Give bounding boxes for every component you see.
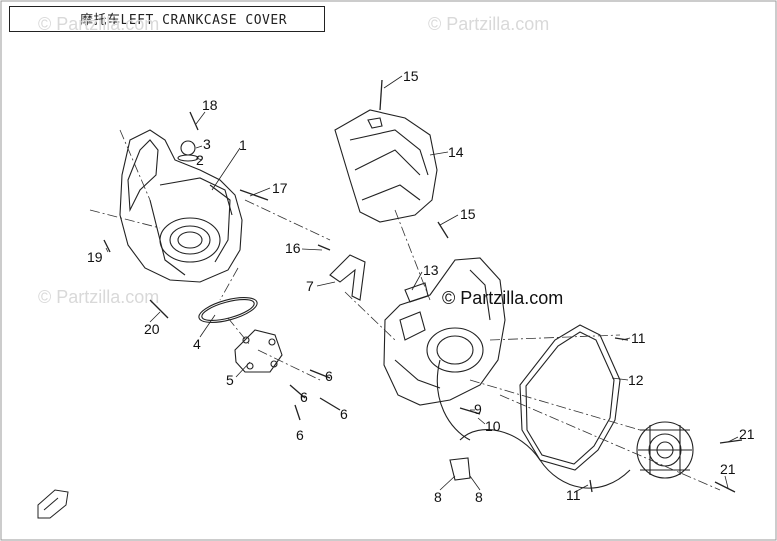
stator [636, 421, 694, 479]
callout-21: 21 [720, 461, 736, 477]
watermark: © Partzilla.com [428, 14, 550, 34]
callout-7: 7 [306, 278, 314, 294]
crankcase-body [383, 257, 506, 406]
grommet [180, 140, 196, 156]
callout-6: 6 [300, 389, 308, 405]
callout-15: 15 [460, 206, 476, 222]
watermark: © Partzilla.com [38, 287, 160, 307]
leader-lines [105, 75, 739, 493]
o-ring [198, 297, 258, 323]
bolts [103, 79, 743, 493]
center-lines [89, 129, 721, 491]
callout-16: 16 [285, 240, 301, 256]
title-box [9, 6, 325, 32]
callout-6: 6 [340, 406, 348, 422]
page-title: 摩托车LEFT CRANKCASE COVER [80, 13, 288, 28]
front-arrow-icon [37, 489, 69, 519]
callout-18: 18 [202, 97, 218, 113]
callout-20: 20 [144, 321, 160, 337]
callout-8: 8 [434, 489, 442, 505]
callout-4: 4 [193, 336, 201, 352]
callout-12: 12 [628, 372, 644, 388]
callout-17: 17 [272, 180, 288, 196]
callout-1: 1 [239, 137, 247, 153]
callout-13: 13 [423, 262, 439, 278]
wire-harness [459, 429, 631, 489]
washer [177, 154, 199, 162]
crankcase-cover-outer [119, 129, 243, 283]
callout-11: 11 [631, 330, 646, 346]
sprocket-cover [334, 109, 438, 223]
bracket-small [404, 282, 429, 303]
callout-6: 6 [325, 368, 333, 384]
callout-6: 6 [296, 427, 304, 443]
callout-labels: 1 2 3 4 5 6 6 6 6 7 8 8 9 10 11 11 12 13… [87, 68, 755, 505]
callout-19: 19 [87, 249, 103, 265]
callout-5: 5 [226, 372, 234, 388]
clamp [449, 457, 471, 481]
callout-2: 2 [196, 152, 204, 168]
callout-14: 14 [448, 144, 464, 160]
callout-9: 9 [474, 401, 482, 417]
callout-10: 10 [485, 418, 501, 434]
callout-15: 15 [403, 68, 419, 84]
cover-plate [234, 329, 283, 373]
watermark: © Partzilla.com [38, 14, 160, 34]
callout-21: 21 [739, 426, 755, 442]
gasket [519, 324, 621, 471]
callout-11: 11 [566, 487, 581, 503]
callout-3: 3 [203, 136, 211, 152]
bracket [329, 254, 366, 301]
callout-8: 8 [475, 489, 483, 505]
